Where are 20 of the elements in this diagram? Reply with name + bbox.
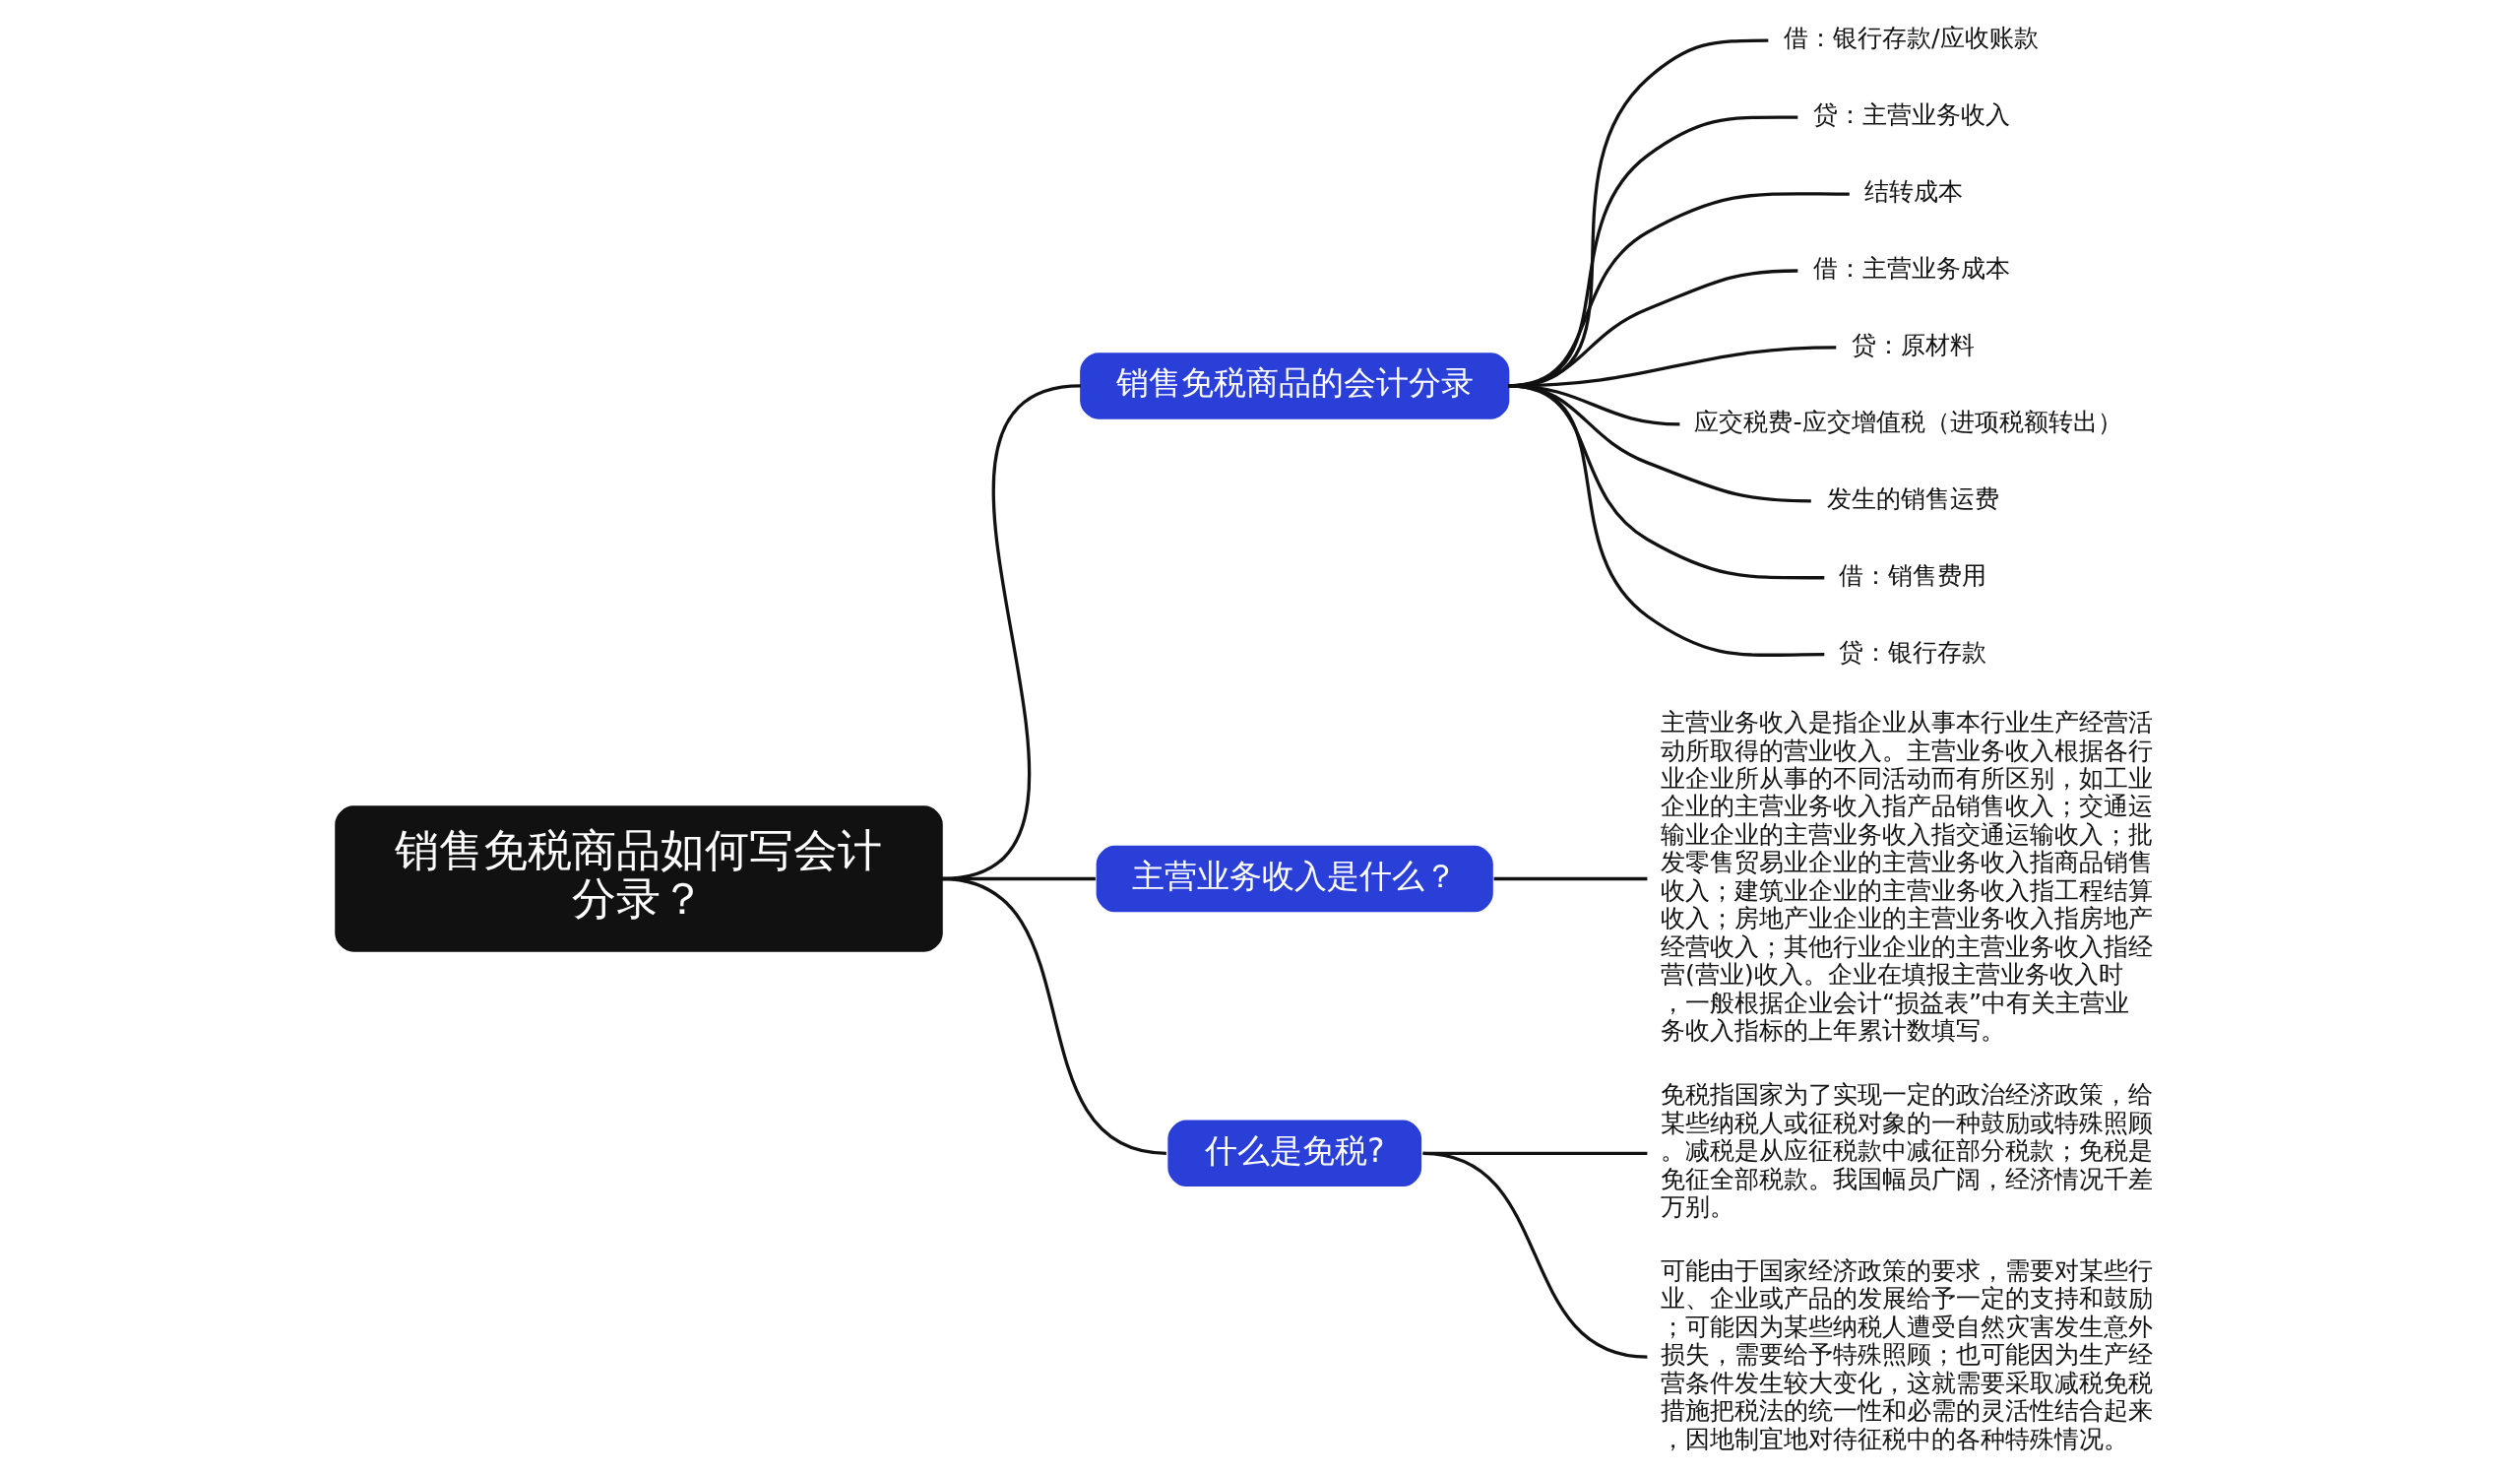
node-text: 借：销售费用 (1839, 559, 1987, 590)
node-text: 可能由于国家经济政策的要求，需要对某些行业、企业或产品的发展给予一定的支持和鼓励；可能因为某些纳税人遭受自然灾害发生意外损失，需要给予特殊照顾；也可能因为生产经营条件发生较大变化，这就需要采取减税免税措施把税法的统一性和必需的灵活性结合起来，因地制宜地对待征税中的各种特殊情况。 (1660, 1254, 2153, 1453)
connector (1493, 876, 1648, 881)
connector (941, 876, 1167, 1155)
node-text: 贷：主营业务收入 (1813, 99, 2011, 130)
node-box: 主营业务收入是什么？ (1096, 845, 1493, 913)
node-text: 贷：银行存款 (1839, 636, 1987, 667)
node-box: 什么是免税? (1167, 1120, 1422, 1186)
node-text: 免税指国家为了实现一定的政治经济政策，给某些纳税人或征税对象的一种鼓励或特殊照顾。减税是从应征税款中减征部分税款；免税是免征全部税款。我国幅员广阔，经济情况千差万别。 (1660, 1079, 2153, 1222)
node-text: 发生的销售运费 (1826, 482, 1999, 513)
node-text: 贷：原材料 (1852, 330, 1976, 360)
node-text: 借：银行存款/应收账款 (1784, 23, 2039, 53)
node-box: 销售免税商品的会计分录 (1080, 353, 1510, 419)
node-text: 结转成本 (1863, 176, 1963, 207)
connector (1422, 1151, 1648, 1359)
node-text: 借：主营业务成本 (1813, 253, 2011, 284)
node-text: 主营业务收入是指企业从事本行业生产经营活动所取得的营业收入。主营业务收入根据各行业企业所从事的不同活动而有所区别，如工业企业的主营业务收入指产品销售收入；交通运输业企业的主营业务收入指交通运输收入；批发零售贸易业企业的主营业务收入指商品销售收入；建筑业企业的主营业务收入指工程结算收入；房地产业企业的主营业务收入指房地产经营收入；其他行业企业的主营业务收入指经营(营业)收入。企业在填报主营业务收入时，一般根据企业会计“损益表”中有关主营业务收入指标的上年累计数填写。 (1660, 707, 2153, 1046)
node-text: 应交税费-应交增值税（进项税额转出） (1694, 407, 2122, 437)
node-box: 销售免税商品如何写会计分录？ (335, 805, 943, 952)
connector (1508, 384, 1825, 657)
